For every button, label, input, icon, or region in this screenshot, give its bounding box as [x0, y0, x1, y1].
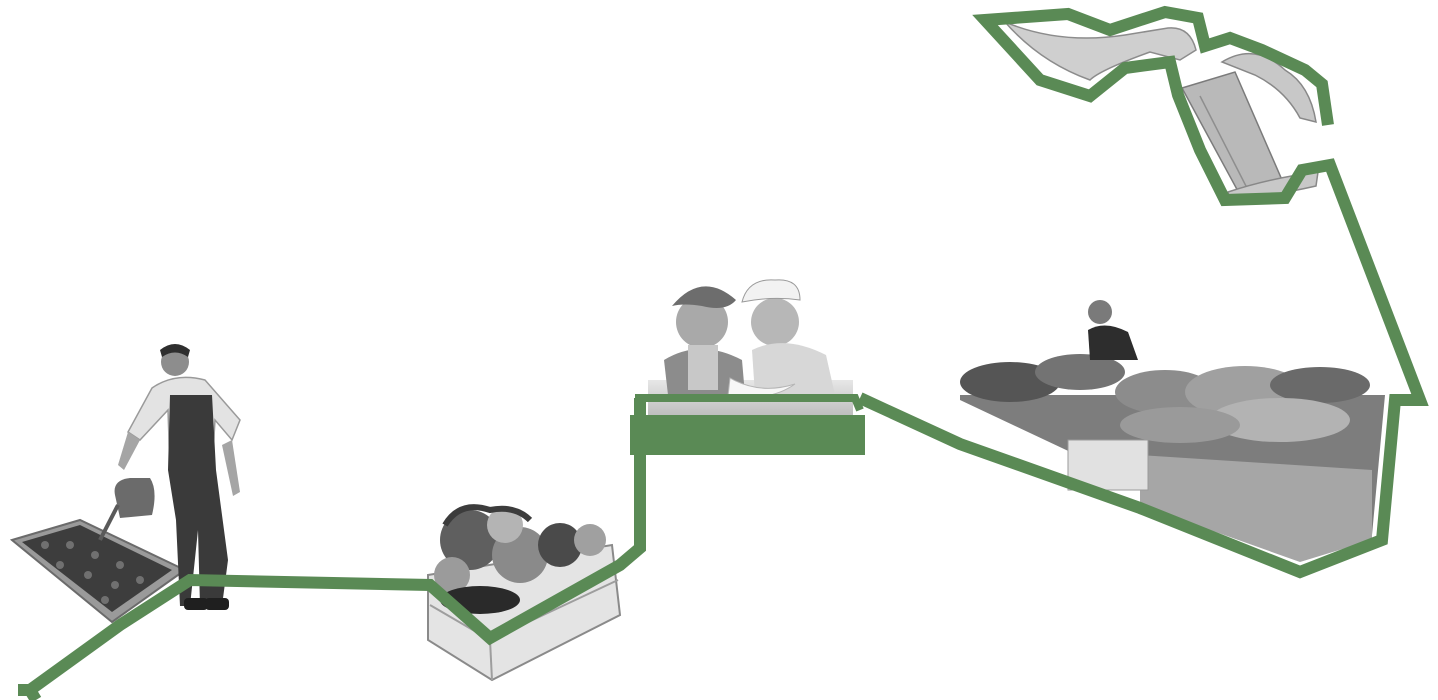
- path-segment-cooking-to-market: [857, 5, 1429, 579]
- path-tail: [18, 684, 42, 700]
- cooking-step: [630, 415, 865, 455]
- children-cooking-icon: [648, 279, 853, 416]
- hands-paper-bag-icon: [1004, 21, 1319, 201]
- vegetable-crate-icon: [427, 504, 622, 682]
- path-segment-garden-to-crate: [26, 398, 646, 695]
- journey-path: [18, 5, 1429, 700]
- gardener-watering-icon: [9, 344, 241, 624]
- path-segment-step-edge: [635, 394, 864, 412]
- market-stall-icon: [960, 300, 1385, 562]
